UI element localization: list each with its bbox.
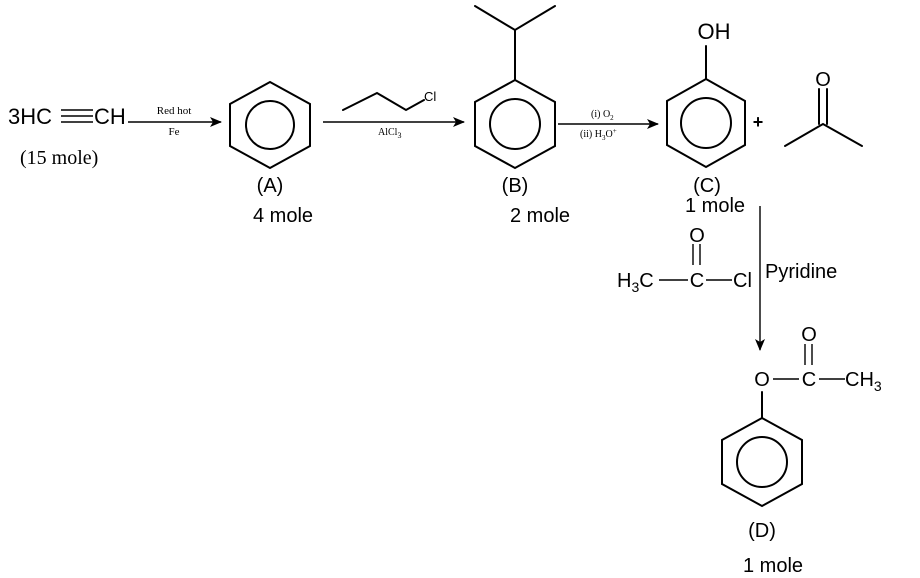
acetone-oxygen: O <box>815 69 831 91</box>
compound-d-label: (D) <box>748 520 776 542</box>
step3-hydronium-charge: + <box>613 127 617 135</box>
benzene-ring-a <box>229 80 311 170</box>
step1-reagent-bottom: Fe <box>169 126 180 138</box>
acetylene-amount: (15 mole) <box>20 147 98 169</box>
step3-oxygen-subscript: 2 <box>610 114 614 122</box>
chloropropane-skeleton <box>342 91 425 112</box>
ester-oxygen: O <box>754 369 770 391</box>
benzene-ring-d <box>721 416 803 508</box>
compound-c-phenol: OH (C) 1 mole <box>666 19 746 217</box>
step1-reagent-top: Red hot <box>157 105 192 117</box>
compound-a-amount: 4 mole <box>253 205 313 227</box>
benzene-ring-b <box>474 78 556 170</box>
compound-d-phenyl-acetate: O C O CH3 (D) 1 mole <box>721 324 882 577</box>
step3-arrow-group: (i) O2 (ii) H3O+ <box>558 109 659 142</box>
ester-carbonyl-oxygen: O <box>801 324 817 346</box>
compound-d-amount: 1 mole <box>743 555 803 577</box>
acetate-methyl-subscript: 3 <box>874 378 882 394</box>
step3-oxygen: (i) O <box>591 109 610 120</box>
acetyl-chloride-methyl-c: C <box>639 270 653 292</box>
step4-condition: Pyridine <box>765 261 837 283</box>
acetyl-chloride-oxygen: O <box>689 225 705 247</box>
compound-c-amount: 1 mole <box>685 195 745 217</box>
compound-b-label: (B) <box>502 175 529 197</box>
ester-carbonyl-c: C <box>802 369 816 391</box>
aromatic-circle-a <box>245 100 295 150</box>
step2-catalyst: AlCl3 <box>378 127 401 140</box>
phenol-oh-group: OH <box>698 19 731 44</box>
acetylene-suffix: CH <box>94 104 126 129</box>
acetate-methyl-ch: CH <box>845 369 874 391</box>
step2-reagent: Cl AlCl3 <box>323 89 465 140</box>
acetone-structure: O <box>784 69 863 147</box>
acetylene-prefix: 3HC <box>8 104 52 129</box>
acetone-skeleton <box>784 122 863 147</box>
step2-catalyst-main: AlCl <box>378 127 398 138</box>
step4-arrow-group: H3C C O Cl Pyridine <box>617 206 837 351</box>
step2-catalyst-subscript: 3 <box>397 131 401 140</box>
isopropyl-branches <box>474 5 556 32</box>
step3-hydronium-o: O <box>605 129 612 140</box>
aromatic-circle-b <box>489 98 541 150</box>
step3-hydronium-h: (ii) H <box>580 129 602 140</box>
step1-arrow-group: Red hot Fe <box>128 105 222 138</box>
aromatic-circle-c <box>680 97 732 149</box>
step3-hydronium-subscript: 3 <box>602 134 606 142</box>
compound-b-amount: 2 mole <box>510 205 570 227</box>
plus-sign: + <box>753 112 764 132</box>
acetyl-chloride-carbonyl-c: C <box>690 270 704 292</box>
compound-a-label: (A) <box>257 175 284 197</box>
benzene-ring-c <box>666 77 746 169</box>
chloropropane-chlorine: Cl <box>424 89 436 104</box>
acetyl-chloride-chlorine: Cl <box>733 270 752 292</box>
acetyl-chloride-h: H <box>617 270 631 292</box>
step3-line1: (i) O2 <box>591 109 614 122</box>
compound-c-label: (C) <box>693 175 721 197</box>
acetyl-chloride-methyl: H3C <box>617 270 654 295</box>
aromatic-circle-d <box>736 436 788 488</box>
acetyl-chloride-h-subscript: 3 <box>631 279 639 295</box>
compound-b-cumene: (B) 2 mole <box>474 5 570 227</box>
step3-line2: (ii) H3O+ <box>580 127 617 142</box>
acetylene-reactant: 3HC CH (15 mole) <box>8 104 126 169</box>
compound-a-benzene: (A) 4 mole <box>229 80 313 227</box>
acetate-methyl: CH3 <box>845 369 882 394</box>
